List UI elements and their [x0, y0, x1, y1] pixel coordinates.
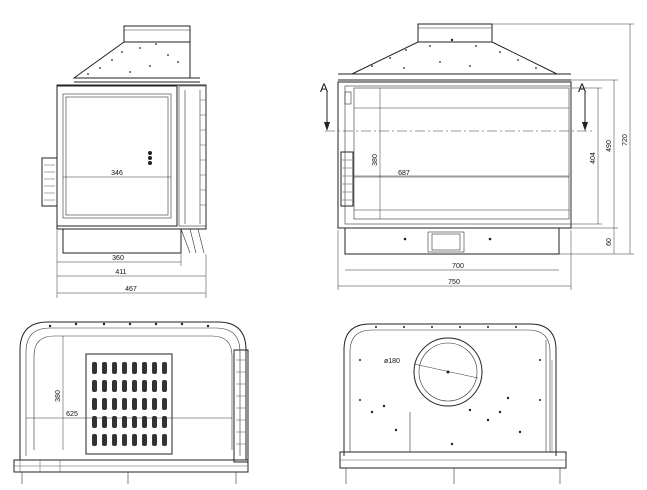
side-dim-687: 687 — [398, 170, 410, 177]
plan-right-rivets — [359, 326, 541, 446]
side-dim-380: 380 — [372, 154, 379, 166]
side-dim-60: 60 — [606, 238, 613, 246]
front-dim-360: 360 — [112, 255, 124, 262]
side-base — [344, 227, 560, 255]
side-dim-490: 490 — [606, 140, 613, 152]
front-dimensions — [56, 176, 207, 298]
plan-left-rivets — [48, 322, 210, 328]
plan-left-dim-625: 625 — [66, 411, 78, 418]
side-dim-750: 750 — [448, 279, 460, 286]
front-hood — [72, 41, 191, 79]
plan-right-view: ø180 — [339, 323, 567, 484]
front-flue-collar — [123, 25, 191, 43]
plan-left-side-box — [233, 349, 249, 463]
front-dim-411: 411 — [115, 269, 126, 276]
flue-outlet-outer — [413, 337, 483, 407]
front-door-handle — [148, 151, 152, 165]
plan-left-outline — [19, 321, 247, 460]
front-dim-346: 346 — [111, 170, 123, 177]
side-view: A A 380 687 700 750 404 490 60 720 — [320, 23, 634, 290]
plan-left-view: 380 625 — [13, 321, 249, 484]
plan-left-dim-380: 380 — [55, 390, 62, 402]
side-dimensions — [337, 23, 634, 290]
side-control-box — [340, 151, 354, 207]
front-hood-rivets — [87, 43, 179, 75]
side-dim-720: 720 — [622, 134, 629, 146]
flue-outlet-inner — [418, 342, 478, 402]
side-dim-404: 404 — [590, 152, 597, 164]
section-mark-left: A — [320, 81, 328, 95]
side-dim-700: 700 — [452, 263, 464, 270]
front-dim-467: 467 — [125, 286, 137, 293]
plan-right-outline — [343, 323, 557, 456]
plan-left-grate — [85, 353, 173, 455]
side-flue-collar — [417, 23, 493, 43]
front-side-panel — [178, 85, 207, 227]
front-glass — [62, 93, 172, 219]
front-view: 346 360 411 467 — [41, 25, 207, 298]
front-control-box — [41, 157, 58, 207]
grate-slots — [92, 362, 167, 446]
side-hood-rivets — [371, 38, 537, 69]
flue-diameter-label: ø180 — [384, 358, 400, 365]
front-door-frame — [56, 85, 178, 227]
front-body — [56, 84, 207, 230]
side-glass — [353, 87, 570, 220]
side-hood — [351, 41, 558, 75]
front-base — [62, 228, 182, 254]
side-door-frame — [344, 85, 572, 225]
